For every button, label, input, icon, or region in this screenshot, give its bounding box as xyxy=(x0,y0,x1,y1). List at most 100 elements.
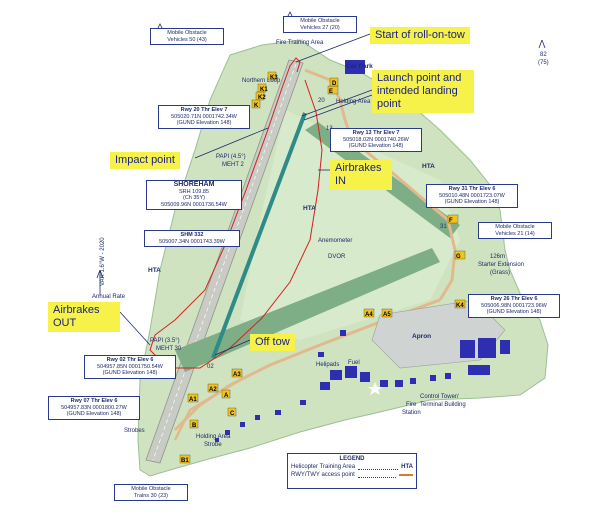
taxiway-b: B xyxy=(192,423,197,429)
runway-label-02: 02 xyxy=(207,364,214,370)
apron-label: Apron xyxy=(412,333,431,340)
north-arrow-sub: (75) xyxy=(538,60,549,66)
taxiway-parallel xyxy=(173,378,241,441)
pointer-launch-1 xyxy=(301,89,373,117)
navaid-shm-name: SHM 332 xyxy=(180,232,204,238)
threshold-rwy-31-elev: (GUND Elevation 148) xyxy=(444,199,500,205)
flight-path xyxy=(149,57,323,369)
runway-02-20-centerline xyxy=(152,63,297,461)
car-park-label: Car Park xyxy=(346,63,373,70)
obstacle-vehicles-50-line2: Vehicles 50 (43) xyxy=(167,36,207,43)
threshold-rwy-20: Rwy 20 Thr Elev 7 505020.71N 0001742.34W… xyxy=(158,105,250,129)
callout-impact-point: Impact point xyxy=(110,152,180,169)
runway-label-31: 31 xyxy=(440,224,447,230)
threshold-rwy-02-coords: 504957.85N 0001750.54W xyxy=(97,363,163,370)
threshold-rwy-26: Rwy 26 Thr Elev 6 505006.98N 0001723.96W… xyxy=(468,294,560,318)
taxiway-k2: F xyxy=(449,218,453,224)
strobes-label: Strobes xyxy=(124,428,145,434)
taxiway-north xyxy=(304,68,354,141)
holding-area-south-label: Holding Area xyxy=(196,434,231,440)
control-tower-label-2: Terminal Building xyxy=(420,402,466,408)
annual-rate-label: Annual Rate xyxy=(92,294,126,300)
pointer-off-tow xyxy=(214,339,251,356)
navaid-shm: SHM 332 505007.34N 0001743.39W xyxy=(144,230,240,247)
obstacle-vehicles-21-line1: Mobile Obstacle xyxy=(495,224,535,230)
taxiway-a5: A5 xyxy=(383,312,391,318)
meht-north-label: MEHT 2 xyxy=(222,162,245,168)
obstacle-vehicles-27: Mobile Obstacle Vehicles 27 (20) xyxy=(283,16,357,33)
callout-start-roll: Start of roll-on-tow xyxy=(370,27,470,44)
papi-north-label: PAPI (4.5°) xyxy=(216,154,246,160)
taxiway-k1: E xyxy=(329,89,333,95)
obstacle-vehicles-50-line1: Mobile Obstacle xyxy=(167,30,207,36)
variation-label: VAR 1.6°W - 2020 xyxy=(100,237,106,286)
obstacle-vehicles-21: Mobile Obstacle Vehicles 21 (14) xyxy=(478,222,552,239)
legend-row-access: RWY/TWY access point xyxy=(291,472,413,478)
taxiway-a: A xyxy=(224,393,229,399)
starter-ext-label-1: 126m xyxy=(490,254,505,260)
legend-title: LEGEND xyxy=(339,456,365,462)
threshold-rwy-31-coords: 505010.48N 0001723.07W xyxy=(439,192,505,199)
navaid-shoreham-name: SHOREHAM xyxy=(173,181,215,188)
taxiway-k4: K4 xyxy=(456,303,464,309)
threshold-rwy-13-elev: (GUND Elevation 148) xyxy=(348,143,404,149)
obstacle-vehicles-50: Mobile Obstacle Vehicles 50 (43) xyxy=(150,28,224,45)
callout-launch-point: Launch point and intended landing point xyxy=(372,70,474,113)
runway-label-20: 20 xyxy=(318,98,325,104)
threshold-rwy-26-coords: 505006.98N 0001723.96W xyxy=(481,302,547,309)
taxiway-g: K3 xyxy=(270,75,278,81)
threshold-rwy-20-elev: (GUND Elevation 148) xyxy=(176,120,232,126)
taxiway-f: K2 xyxy=(258,95,266,101)
fire-station-label-2: Station xyxy=(402,410,421,416)
meht-south-label: MEHT 30 xyxy=(156,346,182,352)
anemometer-label: Anemometer xyxy=(318,238,352,244)
navaid-shoreham: SHOREHAM SRH 109.85 (Ch 35Y) 505009.96N … xyxy=(146,180,242,210)
fuel-label: Fuel xyxy=(348,360,360,366)
taxiway-k3: G xyxy=(456,254,461,260)
runway-label-13: 13 xyxy=(326,126,333,132)
threshold-rwy-02: Rwy 02 Thr Elev 6 504957.85N 0001750.54W… xyxy=(84,355,176,379)
taxiway-a4: A4 xyxy=(365,312,373,318)
hta-northeast-label: HTA xyxy=(422,163,435,170)
taxiway-k: D xyxy=(332,81,337,87)
pointer-impact xyxy=(194,127,269,159)
taxiway-d: K xyxy=(254,103,259,109)
obstacle-vehicles-27-line1: Mobile Obstacle xyxy=(300,18,340,24)
north-arrow-value: 82 xyxy=(540,52,547,58)
obstacle-vehicles-27-line2: Vehicles 27 (20) xyxy=(300,24,340,31)
grass-runway-07-25 xyxy=(175,248,440,372)
obstacle-trains-30-line1: Mobile Obstacle xyxy=(131,486,171,492)
pointer-start-roll xyxy=(295,33,371,63)
legend-hta-symbol: HTA xyxy=(401,464,413,470)
threshold-rwy-20-title: Rwy 20 Thr Elev 7 xyxy=(180,107,228,113)
callout-airbrakes-in: Airbrakes IN xyxy=(330,160,392,190)
strobe-south-label: Strobe xyxy=(204,442,222,448)
threshold-rwy-31: Rwy 31 Thr Elev 6 505010.48N 0001723.07W… xyxy=(426,184,518,208)
taxiway-a3: A3 xyxy=(233,372,241,378)
threshold-rwy-07-elev: (GUND Elevation 148) xyxy=(66,411,122,417)
navaid-shm-coords: 505007.34N 0001743.39W xyxy=(159,238,225,245)
starter-ext-label-3: (Grass) xyxy=(490,270,510,276)
callout-off-tow: Off tow xyxy=(250,334,295,351)
threshold-rwy-13-title: Rwy 13 Thr Elev 7 xyxy=(352,130,400,136)
callout-airbrakes-out: Airbrakes OUT xyxy=(48,302,120,332)
threshold-rwy-26-title: Rwy 26 Thr Elev 6 xyxy=(490,296,538,302)
access-point-icon xyxy=(399,474,413,476)
star-icon xyxy=(368,382,382,395)
threshold-rwy-07-coords: 504957.83N 0001800.27W xyxy=(61,404,127,411)
map-legend: LEGEND Helicopter Training Area HTA RWY/… xyxy=(287,453,417,489)
papi-south-label: PAPI (3.5°) xyxy=(150,338,180,344)
threshold-rwy-31-title: Rwy 31 Thr Elev 6 xyxy=(448,186,496,192)
northern-loop-label: Northern Loop xyxy=(242,78,281,84)
helipads-label: Helipads xyxy=(316,362,339,368)
fire-station-label-1: Fire xyxy=(406,402,417,408)
north-arrow-icon xyxy=(538,39,546,49)
taxiway-e: K1 xyxy=(260,87,268,93)
threshold-rwy-02-title: Rwy 02 Thr Elev 6 xyxy=(106,357,154,363)
magnetic-north-icon xyxy=(96,269,104,296)
pointer-launch-2 xyxy=(303,94,373,121)
starter-ext-label-2: Starter Extension xyxy=(478,262,524,268)
threshold-rwy-26-elev: (GUND Elevation 148) xyxy=(486,309,542,315)
taxiway-a1: A1 xyxy=(189,397,197,403)
